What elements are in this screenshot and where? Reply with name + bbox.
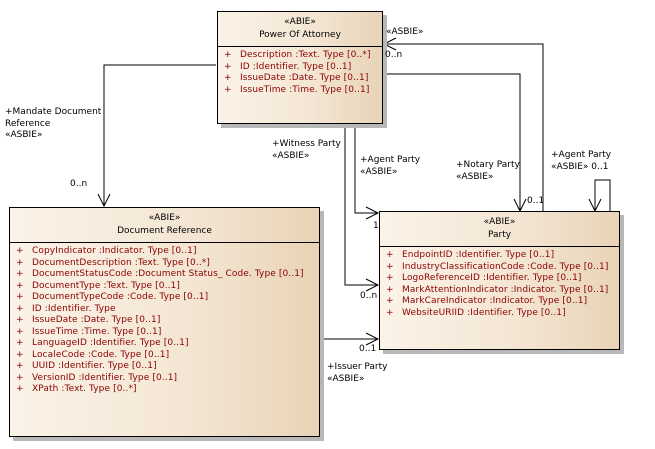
attribute-row: +MarkAttentionIndicator :Indicator. Type… [386, 284, 609, 295]
arrowhead-issuer [365, 332, 380, 346]
class-party[interactable]: «ABIE» Party +EndpointID :Identifier. Ty… [379, 211, 620, 350]
class-name: Power Of Attorney [259, 30, 341, 40]
association-witness-party [344, 124, 378, 286]
attribute-row: +VersionID :Identifier. Type [0..1] [16, 372, 178, 383]
attribute-row: +LogoReferenceID :Identifier. Type [0..1… [386, 273, 582, 283]
attribute-row: +DocumentTypeCode :Code. Type [0..1] [16, 292, 209, 302]
class-name: Document Reference [117, 226, 212, 236]
attribute-row: +IssueTime :Time. Type [0..1] [224, 84, 370, 95]
attribute-row: +WebsiteURIID :Identifier. Type [0..1] [386, 307, 566, 318]
association-party-to-poa [384, 43, 544, 211]
label-issuer-multiplicity: 0..1 [359, 344, 377, 354]
attribute-row: +MarkCareIndicator :Indicator. Type [0..… [386, 296, 588, 306]
attribute-row: +XPath :Text. Type [0..*] [16, 384, 137, 394]
arrowhead-witness [365, 278, 380, 292]
attribute-row: +Description :Text. Type [0..*] [224, 50, 371, 60]
class-name: Party [487, 230, 512, 240]
label-agent-role: +Agent Party «ASBIE» [360, 155, 421, 177]
attribute-row: +LocaleCode :Code. Type [0..1] [16, 349, 170, 360]
attribute-row: +EndpointID :Identifier. Type [0..1] [386, 250, 555, 260]
class-document-reference[interactable]: «ABIE» Document Reference +CopyIndicator… [9, 207, 320, 437]
label-mandate-role: +Mandate Document Reference «ASBIE» [5, 107, 102, 140]
class-header: «ABIE» Power Of Attorney [218, 12, 382, 47]
class-header: «ABIE» Party [380, 212, 619, 247]
label-notary-multiplicity: 0..1 [527, 196, 545, 206]
attribute-row: +LanguageID :Identifier. Type [0..1] [16, 338, 189, 348]
attribute-list: +EndpointID :Identifier. Type [0..1] +In… [380, 247, 619, 319]
attribute-row: +DocumentDescription :Text. Type [0..*] [16, 257, 211, 268]
arrowhead-mandate [97, 193, 111, 208]
attribute-row: +IndustryClassificationCode :Code. Type … [386, 261, 609, 272]
arrowhead-party-to-poa [382, 37, 397, 51]
arrowhead-agent [365, 206, 380, 220]
attribute-row: +DocumentStatusCode :Document Status_ Co… [16, 269, 304, 279]
label-mandate-multiplicity: 0..n [70, 179, 88, 189]
label-notary-role: +Notary Party «ASBIE» [456, 160, 520, 182]
attribute-row: +DocumentType :Text. Type [0..1] [16, 280, 180, 291]
class-stereotype: «ABIE» [148, 213, 181, 223]
attribute-row: +IssueDate :Date. Type [0..1] [16, 315, 161, 325]
attribute-row: +IssueTime :Time. Type [0..1] [16, 326, 162, 337]
attribute-row: +ID :Identifier. Type [16, 303, 116, 314]
attribute-row: +IssueDate :Date. Type [0..1] [224, 73, 369, 83]
label-self-agent-role: +Agent Party «ASBIE» 0..1 [551, 150, 612, 172]
label-party-to-poa-multiplicity: 0..n [385, 50, 403, 60]
label-agent-multiplicity: 1 [373, 221, 379, 231]
attribute-list: +Description :Text. Type [0..*] +ID :Ide… [218, 47, 382, 96]
class-stereotype: «ABIE» [284, 17, 316, 27]
association-notary-party [384, 73, 521, 211]
association-self-agent-party [594, 179, 611, 211]
association-agent-party [354, 124, 378, 214]
label-witness-multiplicity: 0..n [360, 291, 378, 301]
association-mandate-document-reference [103, 64, 216, 206]
label-party-to-poa-stereotype: «ASBIE» [386, 27, 424, 37]
label-witness-role: +Witness Party «ASBIE» [272, 139, 341, 161]
label-issuer-role: +Issuer Party «ASBIE» [327, 362, 388, 384]
attribute-row: +UUID :Identifier. Type [0..1] [16, 361, 157, 371]
attribute-row: +ID :Identifier. Type [0..1] [224, 61, 352, 72]
class-header: «ABIE» Document Reference [10, 208, 319, 243]
class-stereotype: «ABIE» [483, 217, 516, 227]
attribute-row: +CopyIndicator :Indicator. Type [0..1] [16, 246, 197, 256]
attribute-list: +CopyIndicator :Indicator. Type [0..1] +… [10, 243, 319, 396]
class-power-of-attorney[interactable]: «ABIE» Power Of Attorney +Description :T… [217, 11, 383, 124]
